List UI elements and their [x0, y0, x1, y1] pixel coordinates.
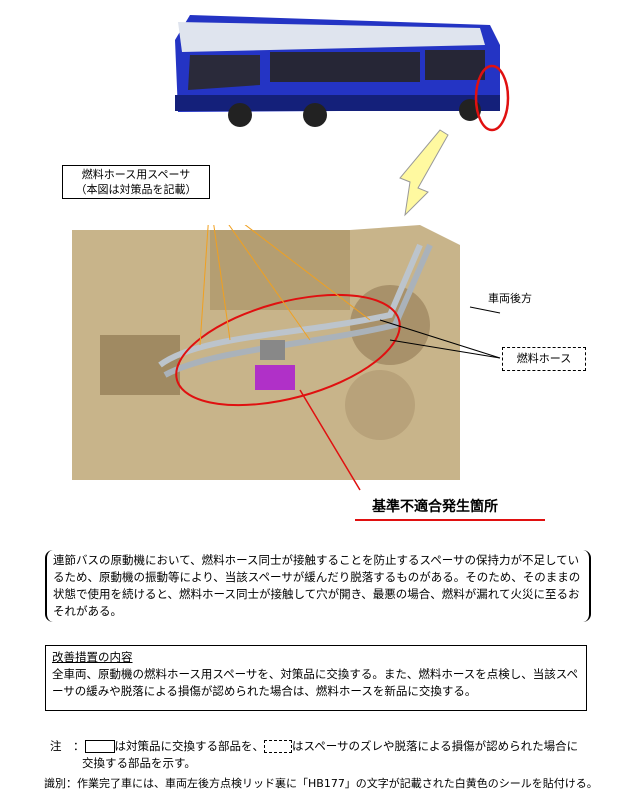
- identification-note: 識別：作業完了車には、車両左後方点検リッド裏に「HB177」の文字が記載された白…: [44, 777, 598, 790]
- measures-body: 全車両、原動機の燃料ホース用スペーサを、対策品に交換する。また、燃料ホースを点検…: [52, 667, 579, 698]
- rear-arrow: [469, 306, 501, 314]
- notes: 注 ： は対策品に交換する部品を、 はスペーサのズレや脱落による損傷が認められた場合…: [50, 738, 620, 772]
- note-part3: 交換する部品を示す。: [82, 756, 196, 770]
- dashed-box-legend: [264, 740, 292, 753]
- pointer-arrow: [399, 129, 449, 217]
- fuel-hose-label: 燃料ホース: [502, 347, 586, 371]
- defect-ellipse: [175, 293, 401, 407]
- solid-box-legend: [84, 740, 115, 753]
- note-part1: は対策品に交換する部品を、: [114, 739, 265, 753]
- spacer-note: （本図は対策品を記載）: [75, 183, 197, 196]
- measures-heading: 改善措置の内容: [52, 650, 133, 664]
- defect-description: 連節バスの原動機において、燃料ホース同士が接触することを防止するスペーサの保持力…: [45, 550, 591, 622]
- vehicle-rear-label: 車両後方: [488, 290, 532, 306]
- highlight-circle: [474, 64, 510, 132]
- note-label: 注 ：: [50, 739, 85, 753]
- bus-illustration: [175, 15, 510, 217]
- measures-box: 改善措置の内容 全車両、原動機の燃料ホース用スペーサを、対策品に交換する。また、…: [45, 645, 587, 711]
- spacer-label-box: 燃料ホース用スペーサ （本図は対策品を記載）: [62, 165, 210, 199]
- note-part2: はスペーサのズレや脱落による損傷が認められた場合に: [292, 739, 579, 753]
- defect-location-label: 基準不適合発生箇所: [372, 499, 498, 515]
- engine-diagram: [72, 225, 545, 521]
- spacer-label: 燃料ホース用スペーサ: [81, 168, 191, 181]
